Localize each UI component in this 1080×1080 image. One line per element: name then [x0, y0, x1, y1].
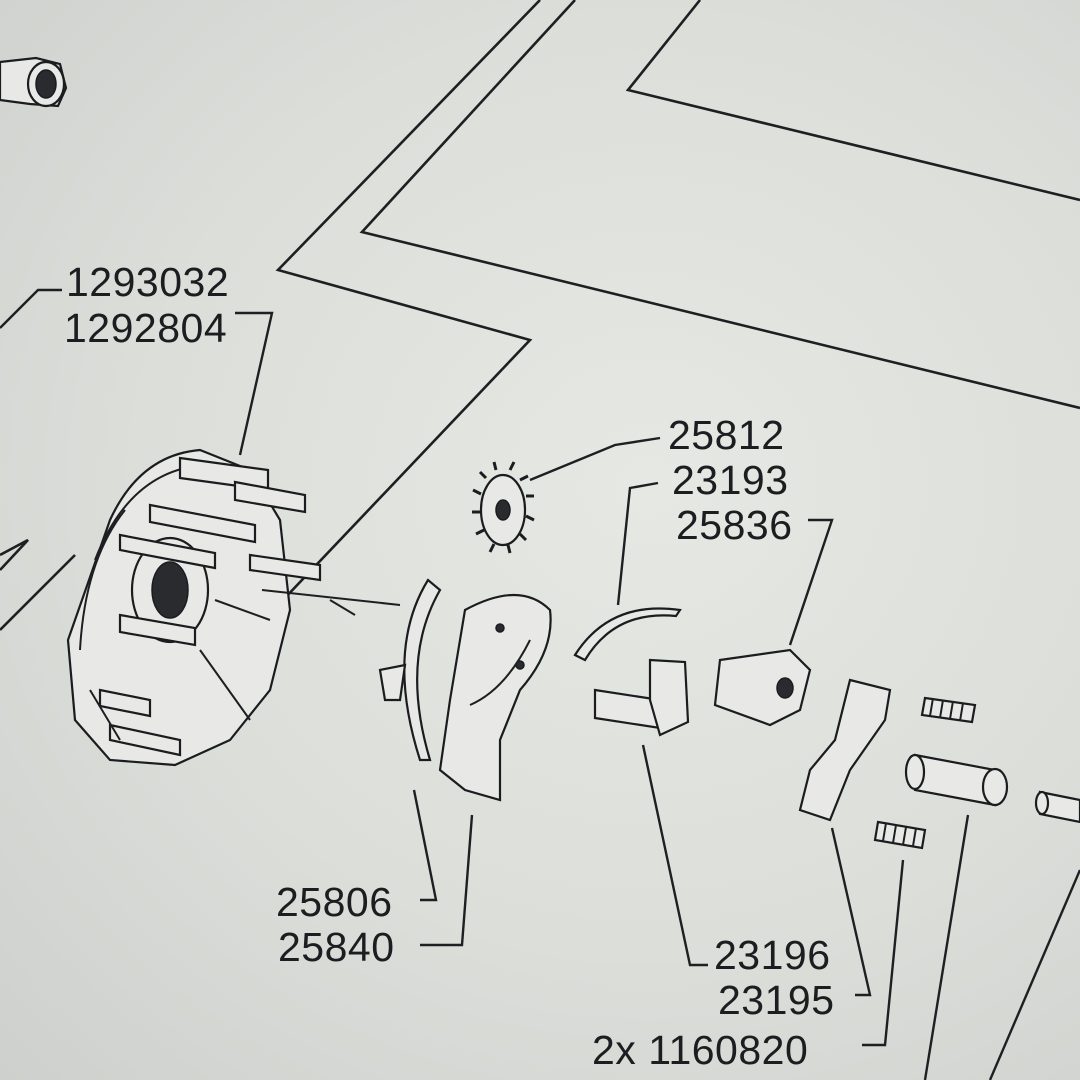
- gear-25812: [472, 461, 535, 554]
- block-25836: [713, 648, 812, 727]
- part-label-1292804: 1292804: [64, 305, 228, 351]
- leader-23193: [616, 481, 659, 606]
- leader-1160820: [862, 859, 905, 1047]
- cylinder-part: [904, 753, 1009, 807]
- leader-1292804: [235, 311, 274, 456]
- part-label-23196: 23196: [714, 932, 831, 978]
- arc-spring-25806: [378, 578, 442, 762]
- pin-right: [1034, 790, 1080, 824]
- part-label-25812: 25812: [668, 412, 785, 458]
- dashed-center-line: [261, 589, 401, 616]
- leader-25836: [788, 518, 834, 646]
- frame-lines: [0, 0, 1080, 641]
- frame-line-left: [0, 538, 29, 571]
- base-plate-assembly: [66, 448, 322, 767]
- part-label-23195: 23195: [718, 977, 835, 1023]
- leader-25806: [412, 789, 438, 902]
- part-label-25840: 25840: [278, 924, 395, 970]
- lever-23195: [798, 678, 892, 822]
- block-23196: [593, 658, 690, 737]
- part-label-1293032: 1293032: [66, 259, 230, 305]
- bracket-25840: [438, 593, 552, 802]
- leader-25812: [529, 436, 661, 482]
- part-label-25806: 25806: [276, 879, 393, 925]
- spring-upper: [920, 696, 977, 724]
- leader-right: [988, 869, 1080, 1080]
- screw-top-left: [0, 56, 68, 108]
- spring-lower-1160820: [873, 820, 927, 850]
- leader-1293032: [0, 288, 62, 329]
- frame-line-left-lower: [0, 554, 76, 631]
- wire-arc-23193: [573, 607, 682, 662]
- part-label-23193: 23193: [672, 457, 789, 503]
- leader-23196: [641, 744, 708, 967]
- frame-line-top: [625, 0, 1080, 202]
- part-label-25836: 25836: [676, 502, 793, 548]
- frame-line-inner: [359, 0, 1080, 410]
- frame-line-outer: [244, 0, 541, 641]
- leader-25840: [420, 814, 474, 947]
- leader-cylinder: [923, 814, 970, 1080]
- part-label-1160820: 2x 1160820: [592, 1027, 809, 1073]
- leader-lines: [0, 288, 1080, 1080]
- leader-23195: [830, 827, 872, 997]
